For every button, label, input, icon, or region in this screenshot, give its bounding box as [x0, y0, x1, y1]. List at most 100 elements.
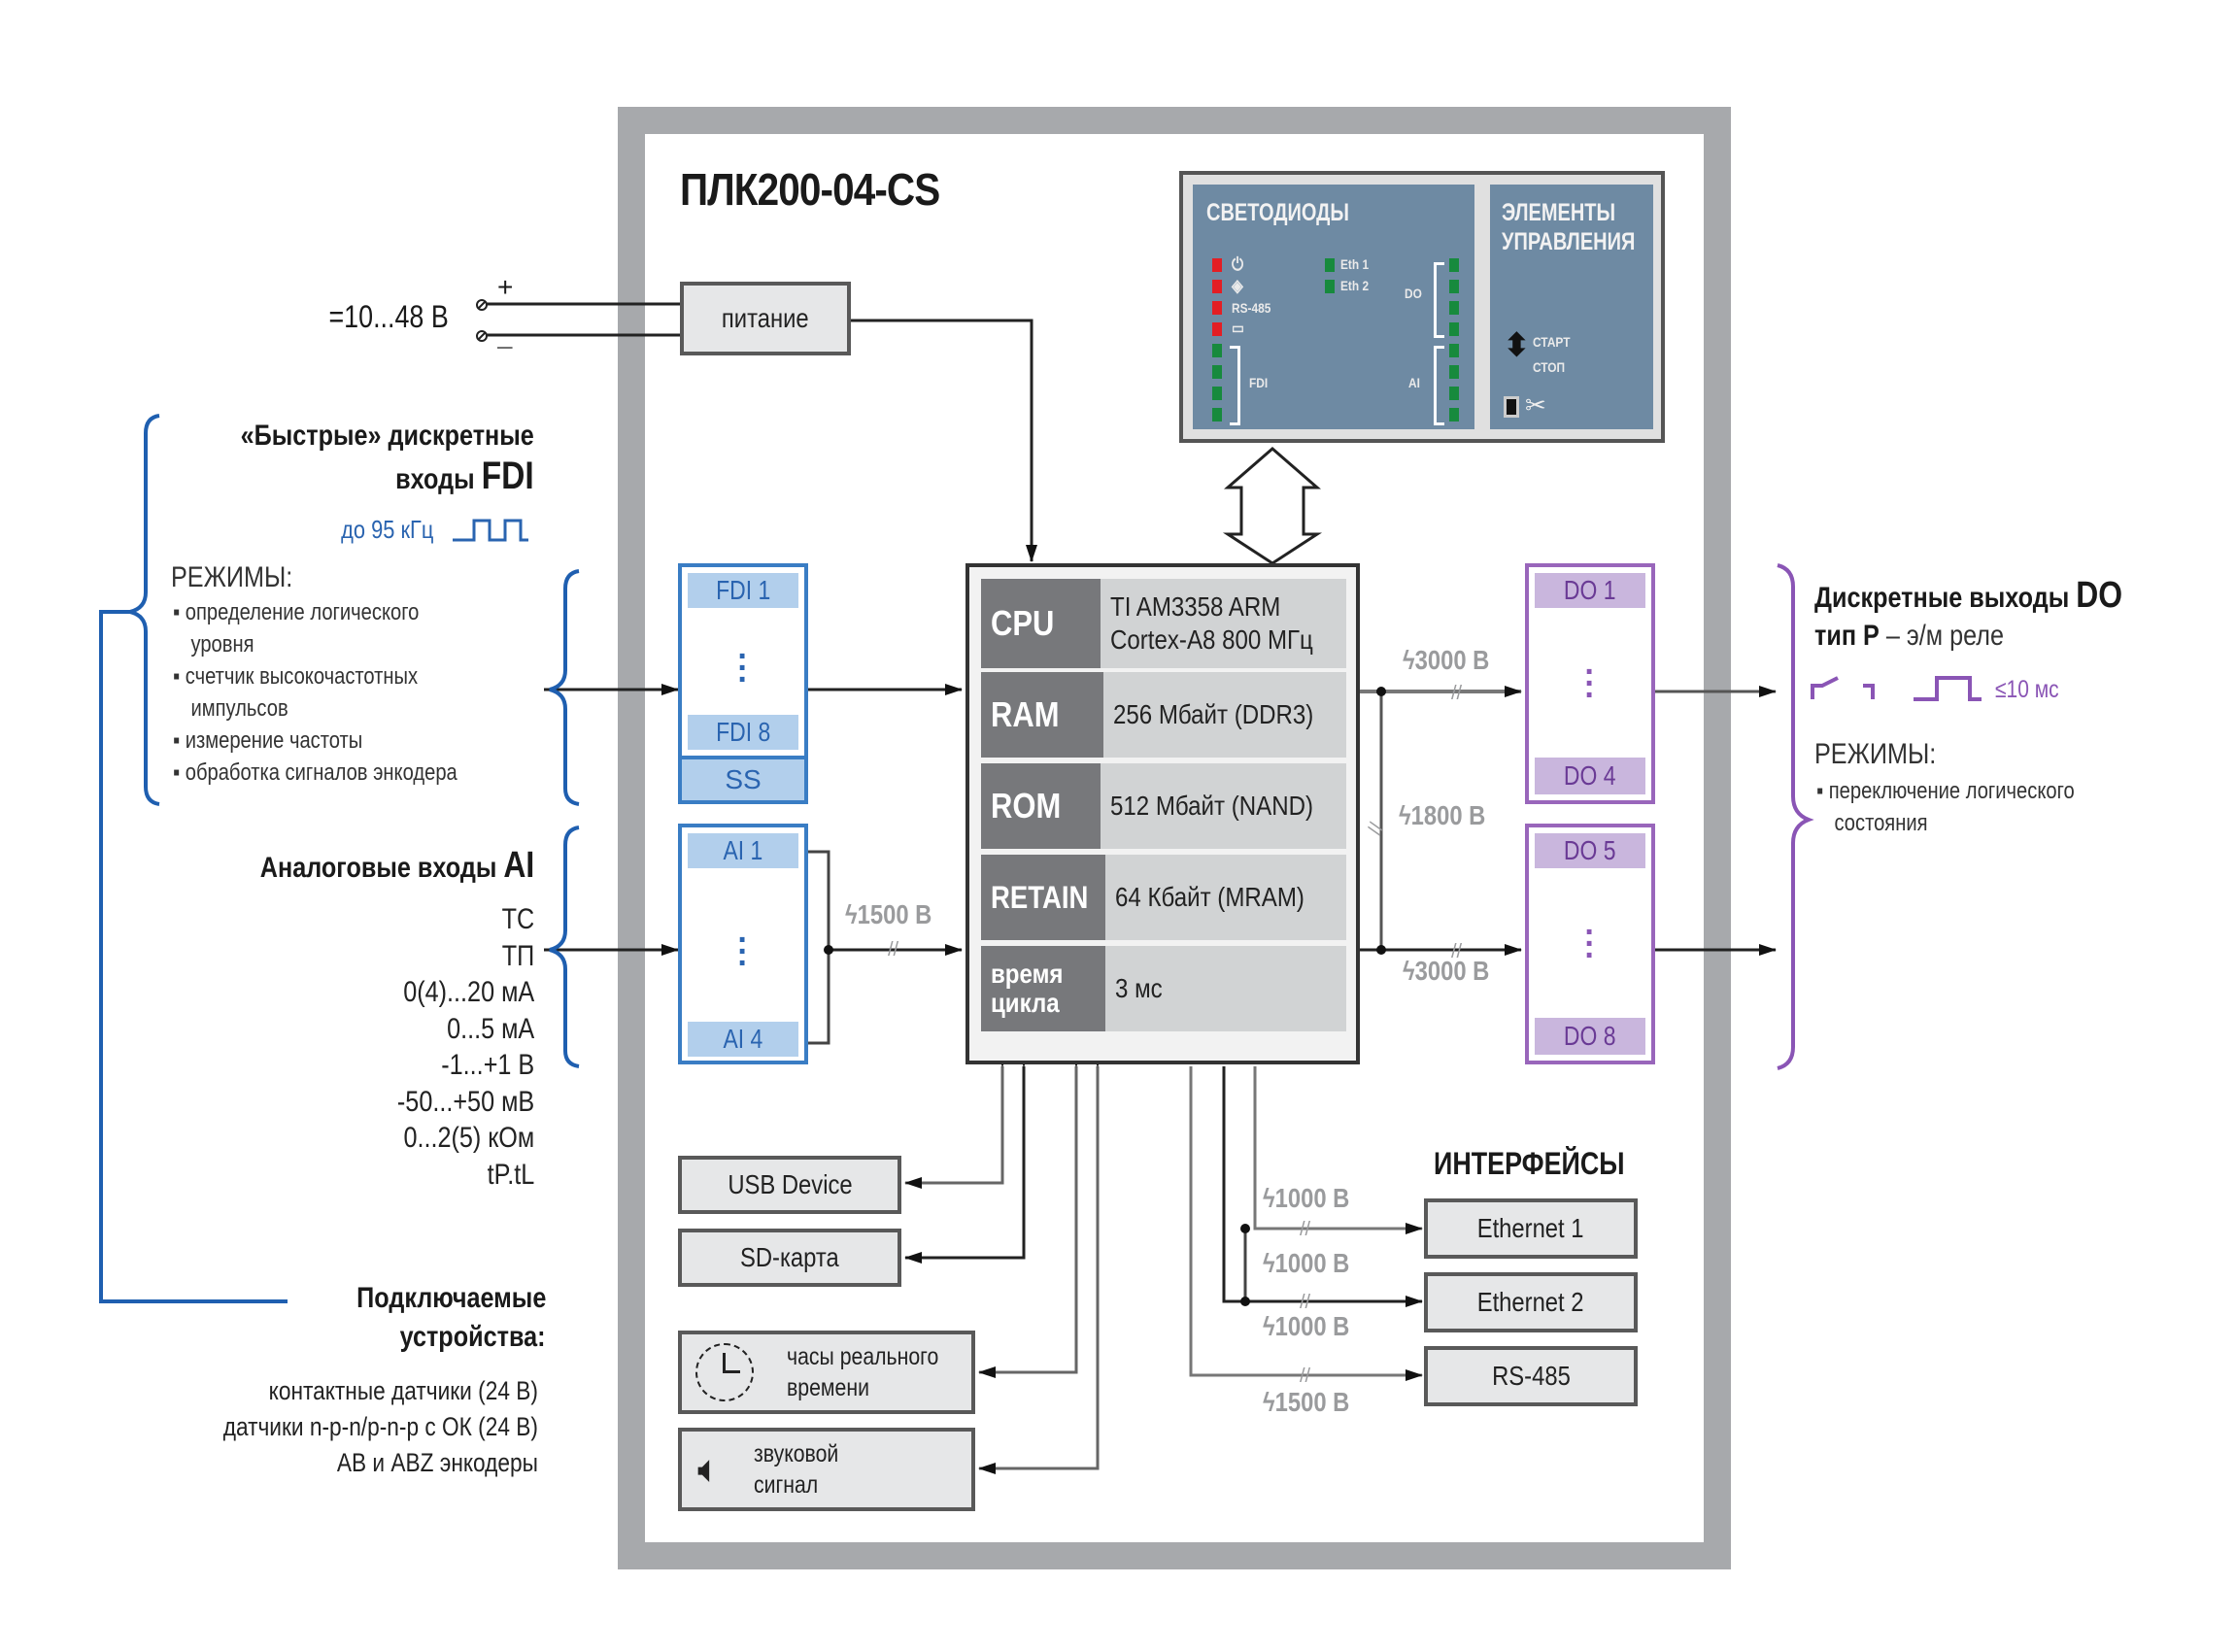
fdi-heading-line2: входы FDI — [395, 455, 534, 498]
svg-text://: // — [1300, 1365, 1311, 1387]
relay-contact-icon — [1811, 676, 1839, 699]
usb-device-label: USB Device — [727, 1169, 853, 1199]
led-network — [1212, 280, 1222, 293]
led-eth1 — [1325, 258, 1335, 272]
do-mode-item-cont: состояния — [1834, 810, 1928, 836]
cpu-row-retain: RETAIN 64 Кбайт (MRAM) — [981, 855, 1346, 940]
svg-text://: // — [1451, 683, 1463, 704]
do4-label: DO 4 — [1564, 760, 1616, 791]
svg-text://: // — [888, 939, 899, 961]
fdi-ss-cell: SS — [678, 756, 808, 804]
cycle-key-line1: время — [991, 959, 1064, 989]
fdi-last-cell: FDI 8 — [688, 715, 798, 750]
do5-cell: DO 5 — [1535, 833, 1645, 868]
ethernet1-block: Ethernet 1 — [1424, 1198, 1638, 1259]
connectable-item: контактные датчики (24 В) — [268, 1376, 538, 1405]
eth2-led-label: Eth 2 — [1340, 278, 1370, 293]
controls-title-line2: УПРАВЛЕНИЯ — [1502, 228, 1636, 255]
supply-voltage: =10...48 В — [328, 299, 449, 334]
svg-text://: // — [1300, 1219, 1311, 1240]
svg-text://: // — [1300, 1292, 1311, 1313]
cpu-row-cycle: время цикла 3 мс — [981, 946, 1346, 1031]
speaker-icon: 🔈︎ — [697, 1447, 721, 1491]
do-timing: ≤10 мс — [1995, 676, 2059, 703]
cpu-block: CPU TI AM3358 ARM Cortex-A8 800 МГц RAM … — [966, 563, 1360, 1064]
do-type-rest: – э/м реле — [1879, 620, 2004, 652]
pulse-timing-icon — [1914, 676, 1982, 701]
fdi-block: FDI 1 ··· FDI 8 SS — [678, 563, 808, 804]
interfaces-title: ИНТЕРФЕЙСЫ — [1434, 1146, 1625, 1181]
connectable-heading-line1: Подключаемые — [356, 1282, 546, 1314]
controls-title-line1: ЭЛЕМЕНТЫ — [1502, 199, 1616, 226]
connectable-bracket — [99, 610, 288, 1303]
ai-signal: 0...5 мА — [446, 1012, 534, 1045]
do-heading-bold: DO — [2076, 575, 2123, 616]
fdi-led-bracket — [1230, 346, 1240, 425]
ai-heading-prefix: Аналоговые входы — [259, 852, 504, 884]
ai-signal: tP.tL — [487, 1158, 534, 1191]
led-rs485-label: RS-485 — [1232, 300, 1271, 316]
fdi-heading-brace — [129, 414, 160, 806]
do-mode-item: ▪ переключение логического — [1816, 778, 2075, 804]
led-do — [1449, 258, 1459, 272]
buzzer-label-line1: звуковой — [754, 1440, 839, 1467]
fdi-led-label: FDI — [1249, 375, 1269, 390]
power-supply-label: питание — [722, 303, 809, 333]
eth1-isolation: ϟ1000 В — [1263, 1183, 1350, 1213]
do4-cell: DO 4 — [1535, 758, 1645, 794]
retain-value: 64 Кбайт (MRAM) — [1115, 882, 1304, 912]
fdi-mode-item-cont: уровня — [190, 631, 254, 657]
ai-heading: Аналоговые входы AI — [260, 845, 534, 887]
led-eth2 — [1325, 280, 1335, 293]
start-stop-switch-icon[interactable]: ⬍ — [1504, 327, 1530, 362]
led-do — [1449, 280, 1459, 293]
led-power — [1212, 258, 1222, 272]
rs485-block: RS-485 — [1424, 1346, 1638, 1406]
cycle-value: 3 мс — [1115, 973, 1163, 1003]
cpu-row-rom: ROM 512 Мбайт (NAND) — [981, 763, 1346, 849]
ai-first-label: AI 1 — [723, 835, 763, 865]
connectable-item: датчики n-p-n/p-n-p с ОК (24 В) — [222, 1412, 538, 1441]
sd-card-label: SD-карта — [740, 1242, 839, 1272]
service-button-icon[interactable] — [1504, 396, 1519, 418]
fdi-mode-item: ▪ определение логического — [173, 599, 420, 625]
ai-signal-list: ТС ТП 0(4)...20 мА 0...5 мА -1...+1 В -5… — [371, 901, 534, 1193]
fdi-mode-item: ▪ измерение частоты — [173, 727, 363, 754]
cpu-value-line2: Cortex-A8 800 МГц — [1110, 624, 1314, 655]
rs485-isolation: ϟ1500 В — [1263, 1387, 1350, 1417]
fdi-heading-bold: FDI — [481, 455, 534, 497]
fdi-modes-list: ▪ определение логического уровня ▪ счетч… — [173, 596, 512, 789]
do-modes-title: РЕЖИМЫ: — [1814, 738, 1937, 770]
fdi-mode-item-cont: импульсов — [190, 695, 288, 722]
ai-last-cell: AI 4 — [688, 1022, 798, 1057]
do-group2-block: DO 5 ··· DO 8 — [1525, 824, 1655, 1064]
led-ai — [1449, 344, 1459, 357]
led-do — [1449, 322, 1459, 336]
do5-label: DO 5 — [1564, 835, 1616, 865]
ai-led-bracket — [1434, 346, 1444, 425]
ai-led-label: AI — [1408, 375, 1420, 390]
connectable-item: АВ и ABZ энкодеры — [336, 1448, 538, 1477]
svg-text://: // — [1451, 941, 1463, 962]
ss-label: SS — [725, 764, 762, 794]
connectable-heading-line2: устройства: — [400, 1321, 546, 1353]
eth-between-isolation: ϟ1000 В — [1263, 1248, 1350, 1278]
fdi-ellipsis: ··· — [737, 638, 749, 698]
fdi-frequency: до 95 кГц — [340, 515, 433, 544]
led-fdi — [1212, 387, 1222, 400]
eth1-led-label: Eth 1 — [1340, 256, 1370, 272]
ai-signal: 0(4)...20 мА — [403, 976, 534, 1008]
do-group2-isolation: ϟ3000 В — [1403, 956, 1490, 986]
led-fdi — [1212, 365, 1222, 379]
power-icon: ⏻ — [1232, 254, 1244, 274]
fdi-modes-brace — [549, 569, 580, 806]
battery-icon: ▭ — [1232, 320, 1244, 337]
power-wires — [476, 299, 1037, 562]
buzzer-label-line2: сигнал — [754, 1471, 819, 1499]
ethernet1-label: Ethernet 1 — [1477, 1213, 1584, 1243]
eth2-isolation: ϟ1000 В — [1263, 1311, 1350, 1341]
do-group1-isolation: ϟ3000 В — [1403, 645, 1490, 675]
ai-signal: -1...+1 В — [441, 1049, 534, 1081]
